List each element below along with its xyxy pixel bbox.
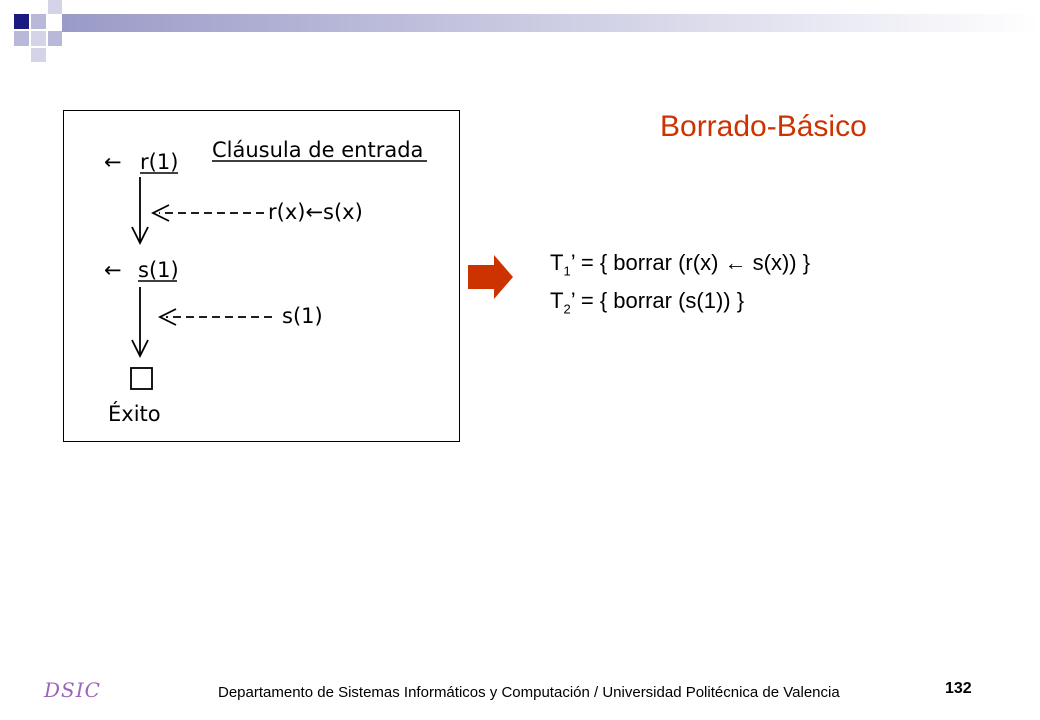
transformation-2: T2’ = { borrar (s(1)) }	[550, 288, 744, 316]
success-label: Éxito	[108, 401, 161, 426]
transformation-1-rest: ’ = { borrar (r(x) ← s(x)) }	[570, 250, 811, 275]
transformation-1: T1’ = { borrar (r(x) ← s(x)) }	[550, 250, 810, 278]
page-number: 132	[945, 680, 972, 697]
dsic-logo: DSIC	[44, 678, 101, 702]
down-arrow-2-head	[131, 339, 149, 359]
down-arrow-1-head	[131, 226, 149, 246]
goal1-text: r(1)	[140, 150, 178, 174]
header-square-light-4	[48, 0, 62, 14]
goal1-arrow-glyph: ←	[104, 150, 122, 174]
header-square-light-5	[48, 31, 62, 46]
header-gradient-bar	[62, 14, 1040, 32]
goal2-arrow-glyph: ←	[104, 258, 122, 282]
footer-text: Departamento de Sistemas Informáticos y …	[218, 684, 840, 701]
empty-clause-box	[130, 367, 153, 390]
header-square-dark	[14, 14, 29, 29]
clause1-dashed-arrow-head	[150, 204, 170, 222]
header-decoration	[14, 0, 1040, 62]
transformation-2-sub: 2	[563, 301, 571, 317]
clause2-text: s(1)	[282, 304, 323, 328]
header-square-light-6	[31, 48, 46, 62]
header-square-light-3	[31, 31, 46, 46]
derivation-diagram-svg: Cláusula de entrada ← r(1) r(x)←s(x) ← s…	[104, 138, 427, 426]
slide-title: Borrado-Básico	[660, 110, 867, 143]
right-arrow-icon	[468, 255, 513, 299]
header-square-light-2	[14, 31, 29, 46]
clause-label: Cláusula de entrada	[212, 138, 423, 162]
derivation-diagram: Cláusula de entrada ← r(1) r(x)←s(x) ← s…	[63, 110, 460, 442]
clause2-dashed-arrow-head	[157, 308, 177, 326]
transformation-2-name: T	[550, 288, 564, 313]
clause1-text: r(x)←s(x)	[268, 200, 363, 224]
goal2-text: s(1)	[138, 258, 179, 282]
transformation-1-name: T	[550, 250, 564, 275]
transformation-2-rest: ’ = { borrar (s(1)) }	[570, 288, 745, 313]
header-square-light-1	[31, 14, 46, 29]
transformation-1-sub: 1	[563, 263, 571, 279]
